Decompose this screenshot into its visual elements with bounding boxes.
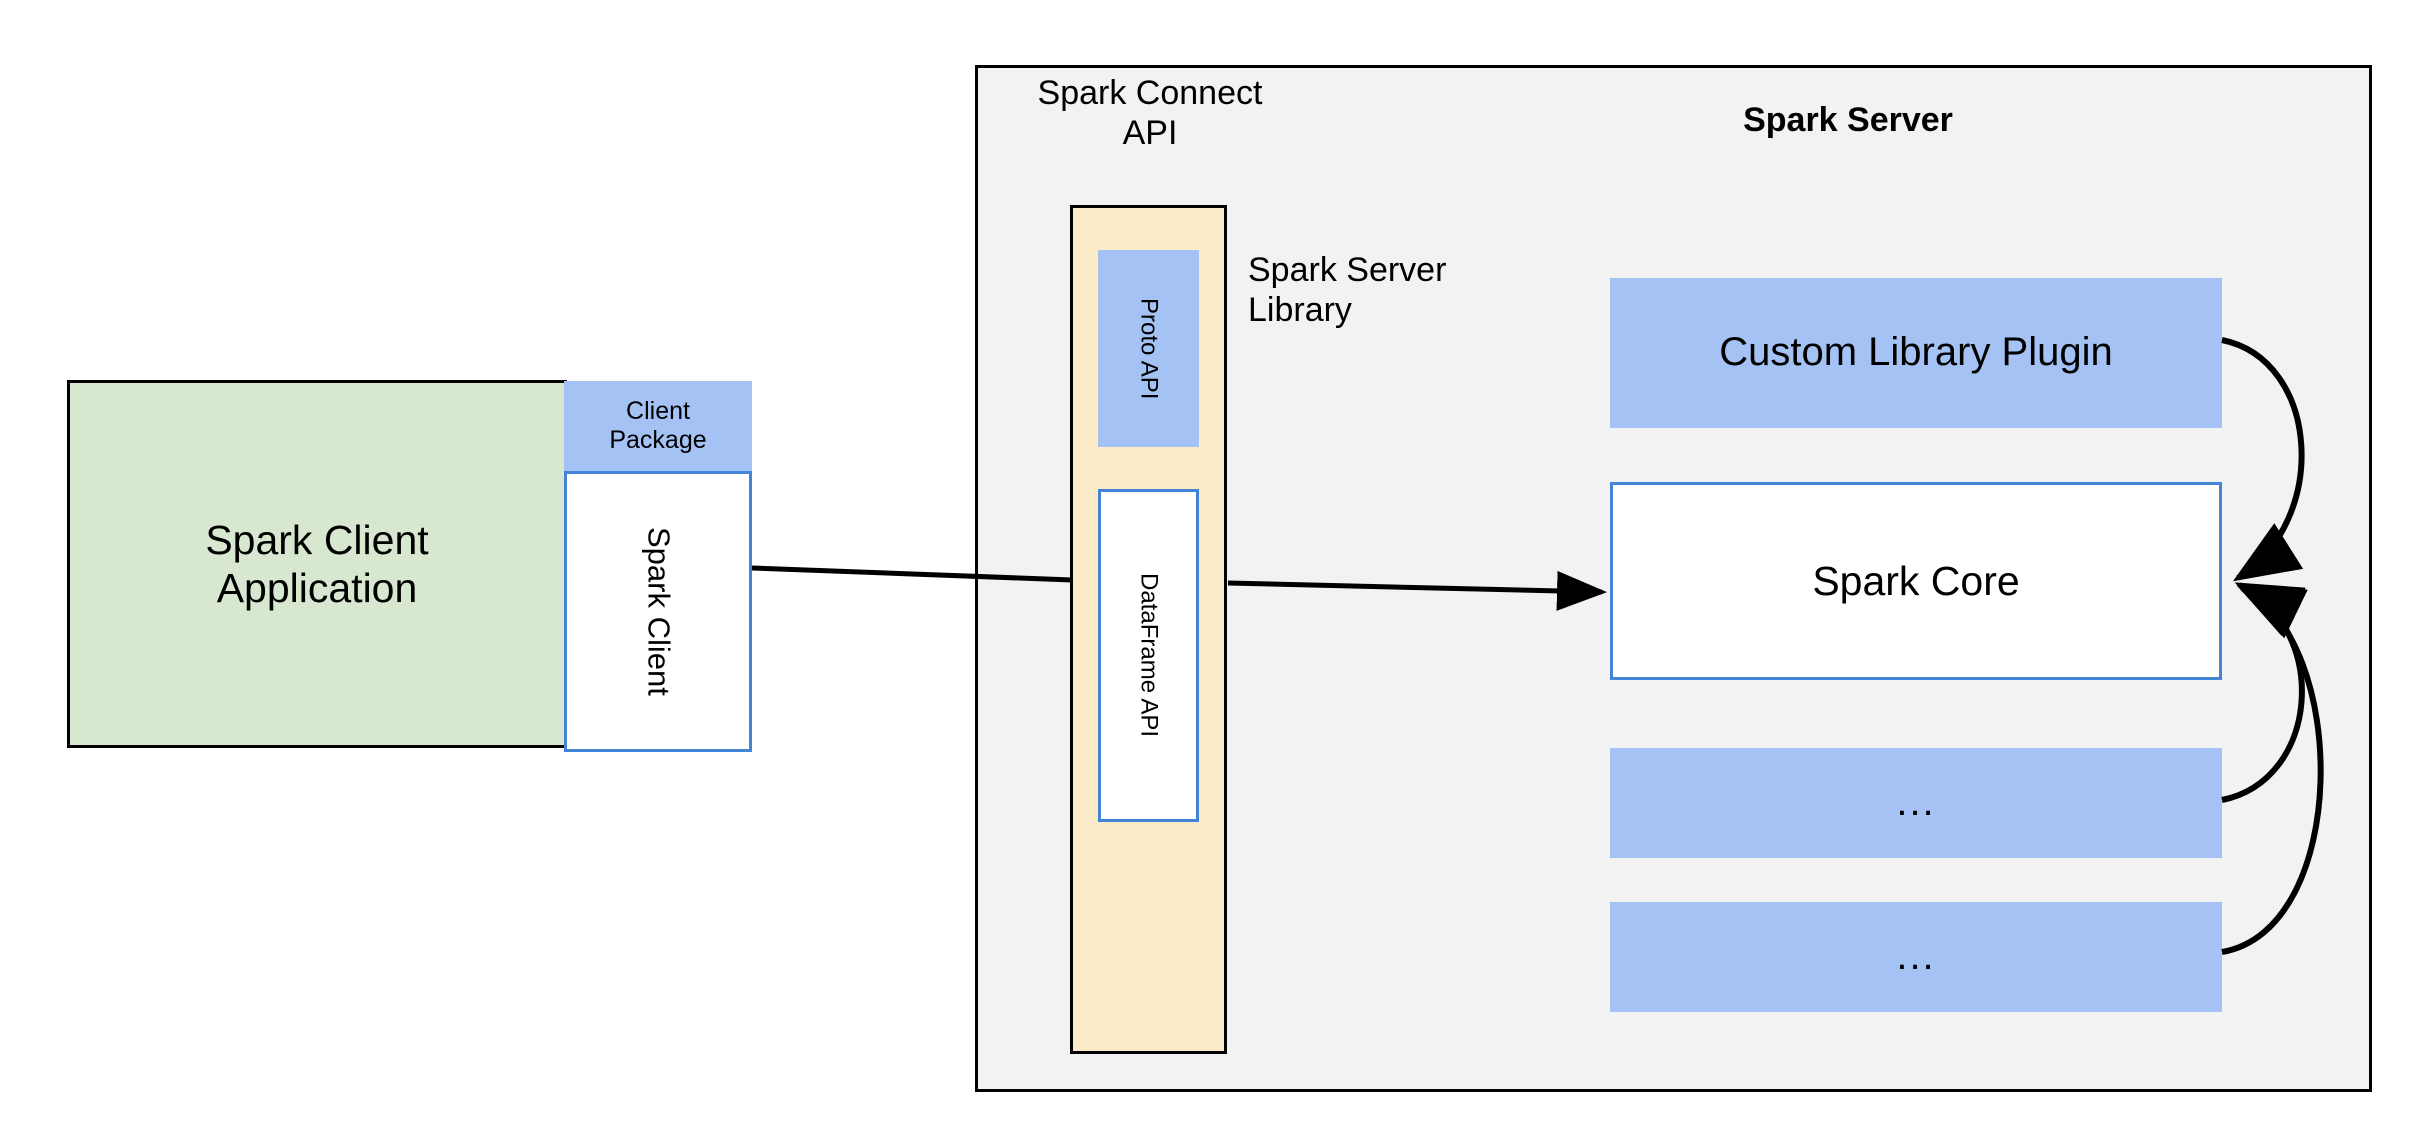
ellipsis-label-2: ...	[1896, 934, 1936, 979]
client-package-line1: Client	[626, 396, 690, 425]
ellipsis-label-1: ...	[1896, 780, 1936, 825]
spark-client-application-line2: Application	[216, 565, 418, 611]
spark-client-box[interactable]: Spark Client	[564, 471, 752, 752]
client-package-line2: Package	[609, 426, 707, 454]
spark-server-library-line2: Library	[1248, 291, 1352, 329]
spark-server-title: Spark Server	[1743, 100, 1953, 139]
client-package-box[interactable]: Client Package	[564, 381, 752, 471]
spark-client-application-line1: Spark Client	[205, 516, 429, 563]
ellipsis-box-1[interactable]: ...	[1610, 748, 2222, 858]
spark-client-application-box[interactable]: Spark Client Application	[67, 380, 567, 748]
spark-core-box[interactable]: Spark Core	[1610, 482, 2222, 680]
spark-connect-api-line1: Spark Connect	[1037, 73, 1263, 112]
custom-library-plugin-box[interactable]: Custom Library Plugin	[1610, 278, 2222, 428]
dataframe-api-box[interactable]: DataFrame API	[1098, 489, 1199, 822]
spark-server-library-label: Spark Server Library	[1248, 245, 1520, 335]
spark-connect-api-line2: API	[1122, 114, 1178, 152]
spark-server-library-line1: Spark Server	[1248, 250, 1447, 289]
spark-client-label: Spark Client	[641, 527, 677, 696]
spark-core-label: Spark Core	[1812, 557, 2020, 604]
proto-api-label: Proto API	[1135, 297, 1163, 400]
client-package-label: Client Package	[609, 397, 706, 456]
spark-client-application-label: Spark Client Application	[195, 516, 438, 613]
proto-api-box[interactable]: Proto API	[1098, 250, 1199, 447]
spark-connect-api-label: Spark Connect API	[1005, 68, 1295, 158]
ellipsis-box-2[interactable]: ...	[1610, 902, 2222, 1012]
custom-library-plugin-label: Custom Library Plugin	[1719, 330, 2113, 375]
dataframe-api-label: DataFrame API	[1135, 573, 1163, 738]
